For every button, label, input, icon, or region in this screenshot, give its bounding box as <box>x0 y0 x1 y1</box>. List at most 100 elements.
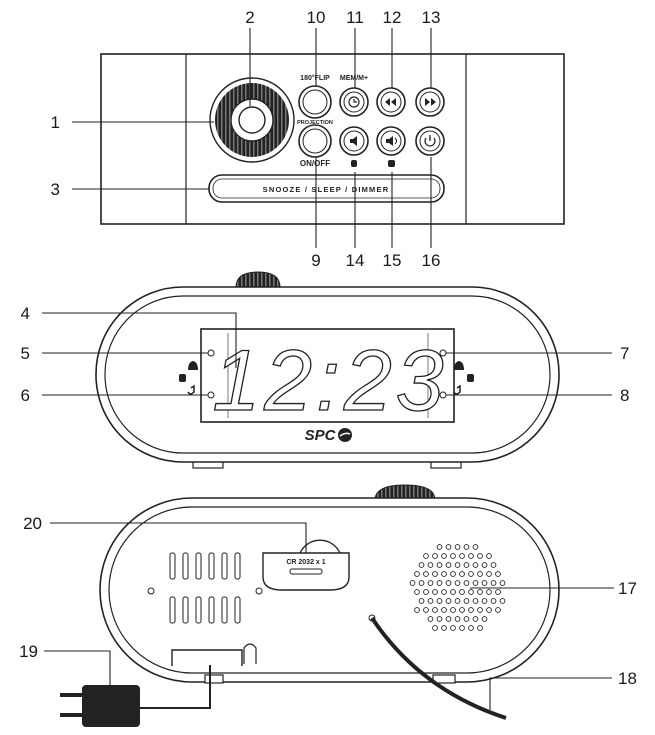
indicator-led-5 <box>207 349 215 357</box>
grille-hole <box>418 562 425 568</box>
callout-2: 2 <box>245 8 254 27</box>
grille-hole <box>454 544 461 550</box>
label-onoff: ON/OFF <box>300 159 330 168</box>
back-view: CR 2032 x 1 <box>99 484 560 720</box>
battery-label: CR 2032 x 1 <box>286 559 325 566</box>
grille-hole <box>423 553 429 559</box>
fast-forward-icon <box>425 98 436 106</box>
brand-mark-icon <box>338 428 352 442</box>
grille-hole <box>450 553 456 559</box>
grille-hole <box>409 580 416 586</box>
grille-hole <box>490 580 497 586</box>
grille-hole <box>459 571 465 577</box>
mem-button[interactable] <box>339 87 369 117</box>
grille-hole <box>450 607 456 613</box>
grille-hole <box>432 553 438 559</box>
power-button[interactable] <box>415 126 445 156</box>
ventilation-slots <box>169 552 241 624</box>
grille-hole <box>450 589 456 595</box>
bell-icon <box>188 361 198 370</box>
grille-hole <box>445 598 452 604</box>
grille-hole <box>427 562 434 568</box>
grille-hole <box>423 571 429 577</box>
grille-hole <box>423 607 429 613</box>
battery-compartment: CR 2032 x 1 <box>262 539 350 591</box>
grille-hole <box>490 562 497 568</box>
grille-hole <box>450 571 456 577</box>
grille-hole <box>477 553 483 559</box>
grille-hole <box>486 571 492 577</box>
grille-hole <box>436 598 443 604</box>
grille-hole <box>468 607 474 613</box>
grille-hole <box>414 607 420 613</box>
brand-logo: SPC <box>305 427 337 444</box>
label-flip: 180°FLIP <box>300 74 330 82</box>
display-window <box>200 328 455 423</box>
grille-hole <box>481 580 488 586</box>
callout-11: 11 <box>346 8 364 27</box>
grille-hole <box>436 562 443 568</box>
callout-16: 16 <box>422 251 441 270</box>
callout-6: 6 <box>21 386 30 405</box>
alarm-clock-icon-left <box>179 374 186 382</box>
grille-hole <box>472 580 479 586</box>
grille-hole <box>468 571 474 577</box>
fm-antenna-wire <box>368 614 507 720</box>
alarm-clock-icon-right <box>467 374 474 382</box>
grille-hole <box>436 544 443 550</box>
speaker-icon <box>350 136 357 146</box>
snooze-bar[interactable]: SNOOZE / SLEEP / DIMMER <box>208 174 445 203</box>
grille-hole <box>495 571 501 577</box>
dc-socket-bracket <box>171 649 243 666</box>
top-knob <box>235 271 281 288</box>
grille-hole <box>463 562 470 568</box>
callout-17: 17 <box>618 579 637 598</box>
alarm2-volume-button[interactable] <box>376 126 406 167</box>
power-icon <box>424 135 436 147</box>
grille-hole <box>450 625 456 631</box>
rewind-icon <box>385 98 396 106</box>
grille-hole <box>463 598 470 604</box>
grille-hole <box>432 571 438 577</box>
projection-button[interactable] <box>298 124 332 158</box>
callout-4: 4 <box>21 304 30 323</box>
grille-hole <box>472 616 479 622</box>
indicator-led-6 <box>207 391 215 399</box>
grille-hole <box>472 598 479 604</box>
rewind-button[interactable] <box>376 87 406 117</box>
callout-9: 9 <box>311 251 320 270</box>
snooze-bar-label: SNOOZE / SLEEP / DIMMER <box>263 185 390 194</box>
grille-hole <box>459 553 465 559</box>
forward-button[interactable] <box>415 87 445 117</box>
callout-15: 15 <box>383 251 402 270</box>
grille-hole <box>468 625 474 631</box>
grille-hole <box>454 616 461 622</box>
back-inner-shell <box>108 506 551 674</box>
grille-hole <box>477 589 483 595</box>
grille-hole <box>445 544 452 550</box>
clock-icon <box>348 96 360 108</box>
time-display: 12:23 <box>212 333 447 429</box>
callout-1: 1 <box>51 113 60 132</box>
callout-8: 8 <box>620 386 629 405</box>
top-view: 180°FLIP MEM/M+ PROJECTION ON/OFF <box>100 53 565 225</box>
alarm1-volume-button[interactable] <box>339 126 369 167</box>
speaker-grille <box>409 544 506 631</box>
grille-hole <box>499 580 506 586</box>
grille-hole <box>468 589 474 595</box>
grille-hole <box>463 580 470 586</box>
flip-button[interactable] <box>298 85 332 119</box>
front-view: 12:23 SPC <box>95 271 560 469</box>
power-adapter <box>60 665 211 727</box>
grille-hole <box>477 625 483 631</box>
grille-hole <box>418 580 425 586</box>
grille-hole <box>441 625 447 631</box>
callout-5: 5 <box>21 344 30 363</box>
bell-icon-right <box>454 361 464 370</box>
grille-hole <box>472 544 479 550</box>
callout-20: 20 <box>23 514 42 533</box>
grille-hole <box>445 616 452 622</box>
grille-hole <box>414 589 420 595</box>
grille-hole <box>436 580 443 586</box>
